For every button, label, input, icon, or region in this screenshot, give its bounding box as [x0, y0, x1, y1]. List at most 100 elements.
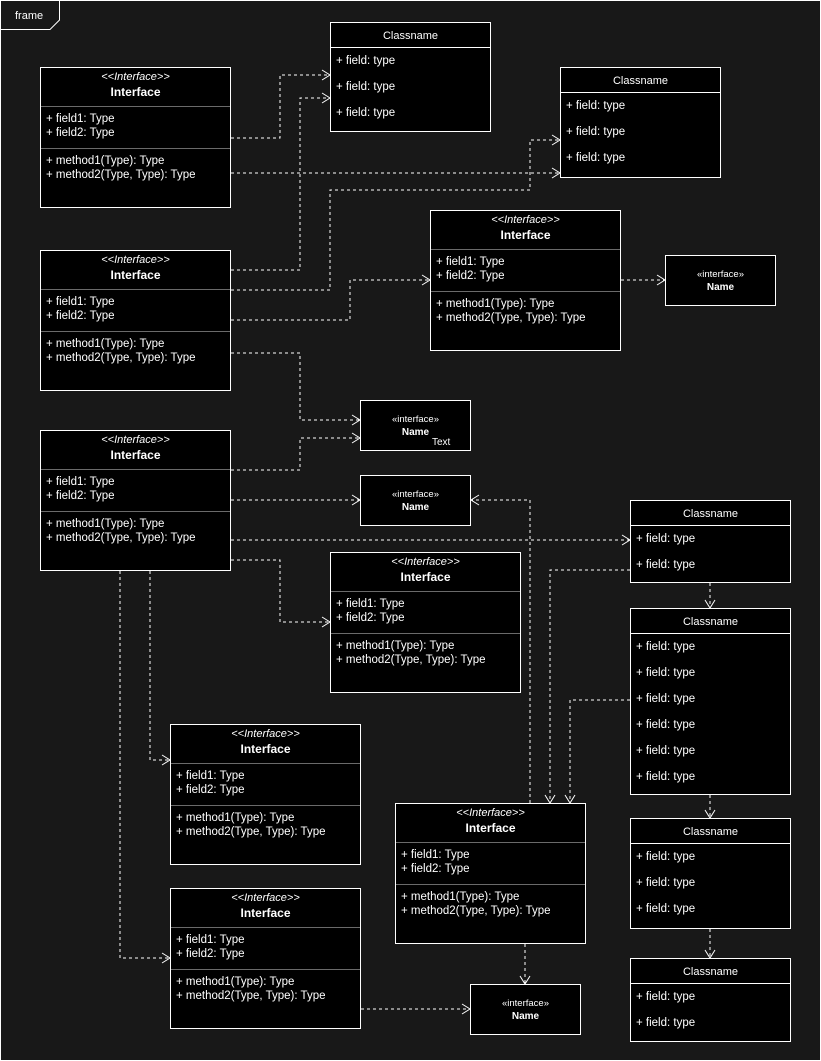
class-field-row: + field: type [636, 1017, 696, 1029]
interface-box[interactable]: <<Interface>>Interface+ field1: Type+ fi… [40, 430, 231, 571]
interface-stereotype: <<Interface>> [101, 254, 170, 266]
method-row: + method2(Type, Type): Type [401, 905, 551, 917]
class-box[interactable]: Classname+ field: type+ field: type [630, 958, 791, 1042]
frame-label: frame [15, 10, 44, 22]
method-row: + method2(Type, Type): Type [46, 169, 196, 181]
interface-box[interactable]: <<Interface>>Interface+ field1: Type+ fi… [170, 724, 361, 865]
section-divider [41, 289, 230, 290]
field-row: + field2: Type [436, 270, 505, 282]
class-field-row: + field: type [636, 903, 696, 915]
class-field-row: + field: type [636, 641, 696, 653]
interface-box[interactable]: <<Interface>>Interface+ field1: Type+ fi… [430, 210, 621, 351]
class-name: Classname [612, 75, 669, 87]
dependency-edge[interactable] [119, 571, 170, 959]
interface-stereotype: <<Interface>> [101, 434, 170, 446]
class-box[interactable]: Classname + field: type + field: type + fie… [630, 608, 791, 795]
interface-keyword: «interface» [696, 269, 744, 280]
class-box[interactable]: Classname + field: type + field: type + fie… [630, 818, 791, 929]
interface-stereotype: <<Interface>> [391, 556, 460, 568]
field-row: + field2: Type [46, 490, 115, 502]
dependency-edge[interactable] [471, 499, 531, 803]
section-divider [331, 591, 520, 592]
field-row: + field2: Type [176, 784, 245, 796]
dependency-edge[interactable] [231, 352, 360, 421]
method-row: + method2(Type, Type): Type [176, 826, 326, 838]
class-name: Classname [682, 508, 739, 520]
attached-text: Text [432, 437, 451, 448]
section-divider [431, 249, 620, 250]
section-divider [41, 106, 230, 107]
field-row: + field2: Type [336, 612, 405, 624]
class-field-row: + field: type [636, 851, 696, 863]
frame-tab [0, 0, 60, 30]
class-field-row: + field: type [636, 877, 696, 889]
class-box[interactable]: Classname+ field: type+ field: type+ fie… [560, 67, 721, 178]
section-divider [41, 331, 230, 332]
class-field-row: + field: type [636, 719, 696, 731]
interface-stereotype: <<Interface>> [231, 892, 300, 904]
class-field-row: + field: type [636, 667, 696, 679]
dependency-edge[interactable] [231, 279, 430, 321]
section-divider [171, 805, 360, 806]
interface-box[interactable]: <<Interface>>Interface+ field1: Type+ fi… [40, 67, 231, 208]
interface-box[interactable]: <<Interface>> Interface + field1: Type + fi… [170, 888, 361, 1029]
class-field-row: + field: type [336, 81, 396, 93]
field-row: + field2: Type [46, 310, 115, 322]
class-field-row: + field: type [636, 771, 696, 783]
interface-keyword: «interface» [501, 998, 549, 1009]
header-divider [331, 47, 490, 48]
method-row: + method1(Type): Type [176, 976, 295, 988]
method-row: + method1(Type): Type [46, 155, 165, 167]
interface-stereotype: <<Interface>> [231, 728, 300, 740]
section-divider [41, 469, 230, 470]
field-row: + field2: Type [176, 948, 245, 960]
interface-short-name: Name [401, 427, 430, 438]
interface-box[interactable]: <<Interface>>Interface+ field1: Type+ fi… [395, 803, 586, 944]
class-field-row: + field: type [336, 55, 396, 67]
section-divider [41, 148, 230, 149]
class-field-row: + field: type [566, 152, 626, 164]
section-divider [396, 884, 585, 885]
class-field-row: + field: type [566, 126, 626, 138]
field-row: + field1: Type [46, 476, 115, 488]
section-divider [396, 842, 585, 843]
section-divider [431, 291, 620, 292]
dependency-edge[interactable] [231, 559, 330, 623]
interface-name: Interface [110, 268, 161, 282]
interface-name-box[interactable]: «interface»Name [360, 475, 471, 526]
interface-name-box[interactable]: «interface»Name [665, 255, 776, 306]
field-row: + field1: Type [436, 256, 505, 268]
header-divider [631, 525, 790, 526]
method-row: + method2(Type, Type): Type [336, 654, 486, 666]
dependency-edge[interactable] [149, 571, 170, 761]
dependency-edge[interactable] [231, 74, 330, 139]
interface-name-box[interactable]: «interface» Name [470, 984, 581, 1035]
class-box[interactable]: Classname+ field: type+ field: type+ fie… [330, 22, 491, 132]
interface-name: Interface [240, 906, 291, 920]
field-row: + field1: Type [176, 934, 245, 946]
field-row: + field1: Type [401, 849, 470, 861]
interface-short-name: Name [511, 1011, 540, 1022]
field-row: + field1: Type [46, 296, 115, 308]
method-row: + method1(Type): Type [336, 640, 455, 652]
dependency-edge[interactable] [231, 437, 360, 471]
class-field-row: + field: type [636, 559, 696, 571]
class-name: Classname [682, 616, 739, 628]
interface-short-name: Name [401, 502, 430, 513]
method-row: + method1(Type): Type [176, 812, 295, 824]
interface-box[interactable]: <<Interface>>Interface+ field1: Type+ fi… [330, 552, 521, 693]
interface-name: Interface [110, 85, 161, 99]
section-divider [171, 927, 360, 928]
class-name: Classname [682, 826, 739, 838]
method-row: + method1(Type): Type [46, 518, 165, 530]
dependency-edge[interactable] [569, 699, 630, 803]
interface-stereotype: <<Interface>> [456, 807, 525, 819]
header-divider [631, 843, 790, 844]
class-box[interactable]: Classname+ field: type+ field: type [630, 500, 791, 583]
section-divider [331, 633, 520, 634]
section-divider [171, 763, 360, 764]
dependency-edge[interactable] [549, 569, 630, 803]
interface-box[interactable]: <<Interface>> Interface + field1: Type + fi… [40, 250, 231, 391]
header-divider [631, 633, 790, 634]
